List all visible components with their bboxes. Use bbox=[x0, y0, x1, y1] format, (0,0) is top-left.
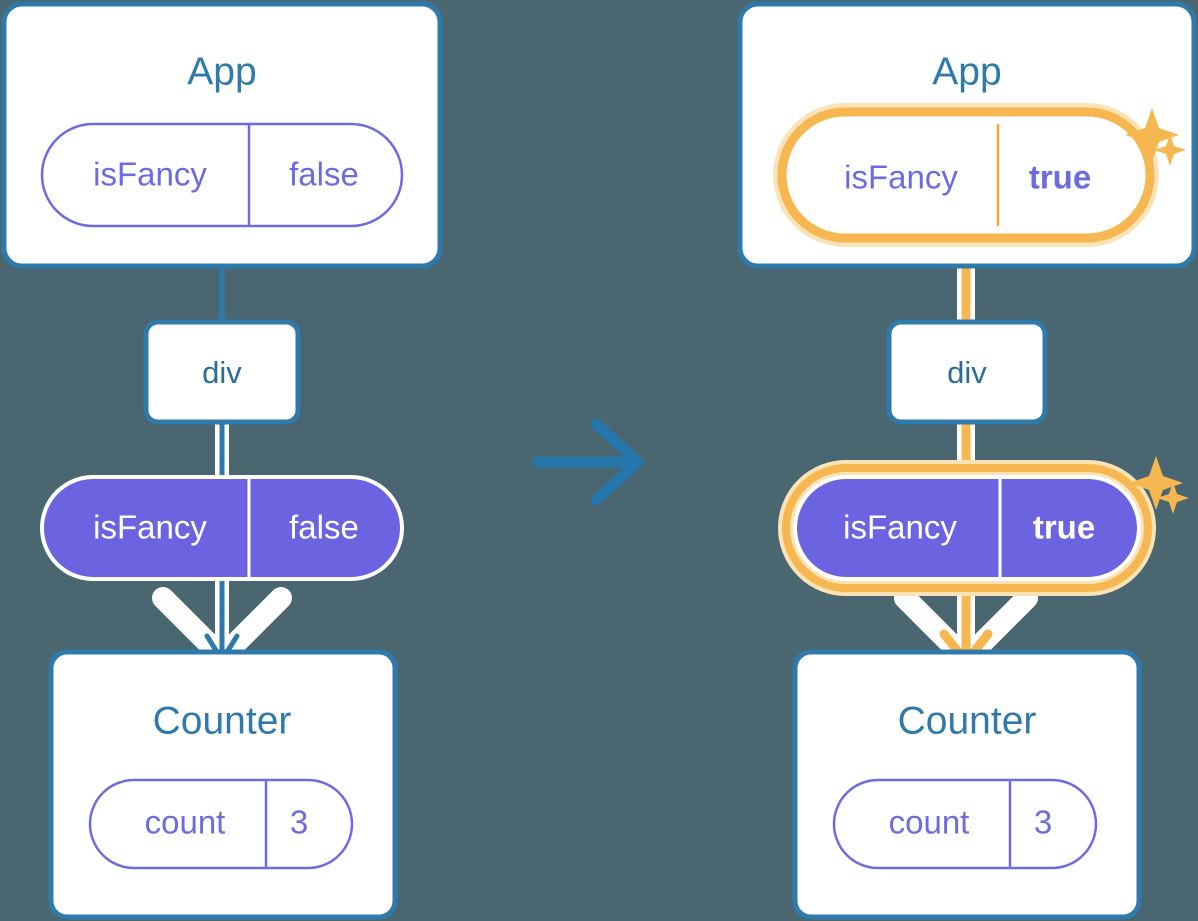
prop-pill-value-right: true bbox=[1033, 509, 1095, 546]
sparkle-icon-app-large-right bbox=[1125, 108, 1179, 162]
div-label-right: div bbox=[947, 355, 987, 390]
prop-pill-name-left: isFancy bbox=[93, 509, 207, 546]
counter-pill-value-right: 3 bbox=[1034, 804, 1052, 841]
counter-pill-name-right: count bbox=[889, 804, 970, 841]
app-title-right: App bbox=[932, 50, 1001, 93]
counter-pill-value-left: 3 bbox=[290, 804, 308, 841]
prop-pill-highlight-ring-right bbox=[782, 464, 1152, 592]
panel-after: App isFancy true div isFan bbox=[737, 1, 1197, 920]
app-pill-left[interactable] bbox=[40, 122, 404, 228]
counter-title-right: Counter bbox=[898, 699, 1037, 742]
counter-title-left: Counter bbox=[153, 699, 292, 742]
prop-pill-value-left: false bbox=[289, 509, 359, 546]
div-box-left[interactable] bbox=[143, 319, 301, 425]
counter-pill-name-left: count bbox=[145, 804, 226, 841]
transition-arrow bbox=[532, 418, 644, 506]
prop-pill-right[interactable] bbox=[793, 475, 1141, 581]
div-label-left: div bbox=[202, 355, 242, 390]
div-box-right[interactable] bbox=[886, 319, 1048, 425]
app-pill-value-right: true bbox=[1029, 159, 1091, 196]
counter-pill-left[interactable] bbox=[88, 778, 354, 870]
counter-pill-right[interactable] bbox=[832, 778, 1098, 870]
panel-before: App isFancy false div isFancy false Coun… bbox=[1, 1, 443, 920]
prop-pill-left[interactable] bbox=[40, 475, 404, 581]
sparkle-icon-prop-small-right bbox=[1157, 482, 1189, 514]
sparkle-icon-prop-large-right bbox=[1129, 456, 1183, 510]
app-pill-name-left: isFancy bbox=[93, 156, 207, 193]
app-pill-highlight-ring-right bbox=[777, 107, 1155, 243]
sparkle-icon-app-small-right bbox=[1154, 134, 1186, 166]
app-title-left: App bbox=[187, 50, 256, 93]
prop-pill-name-right: isFancy bbox=[843, 509, 957, 546]
app-pill-name-right: isFancy bbox=[844, 159, 958, 196]
app-pill-value-left: false bbox=[289, 156, 359, 193]
